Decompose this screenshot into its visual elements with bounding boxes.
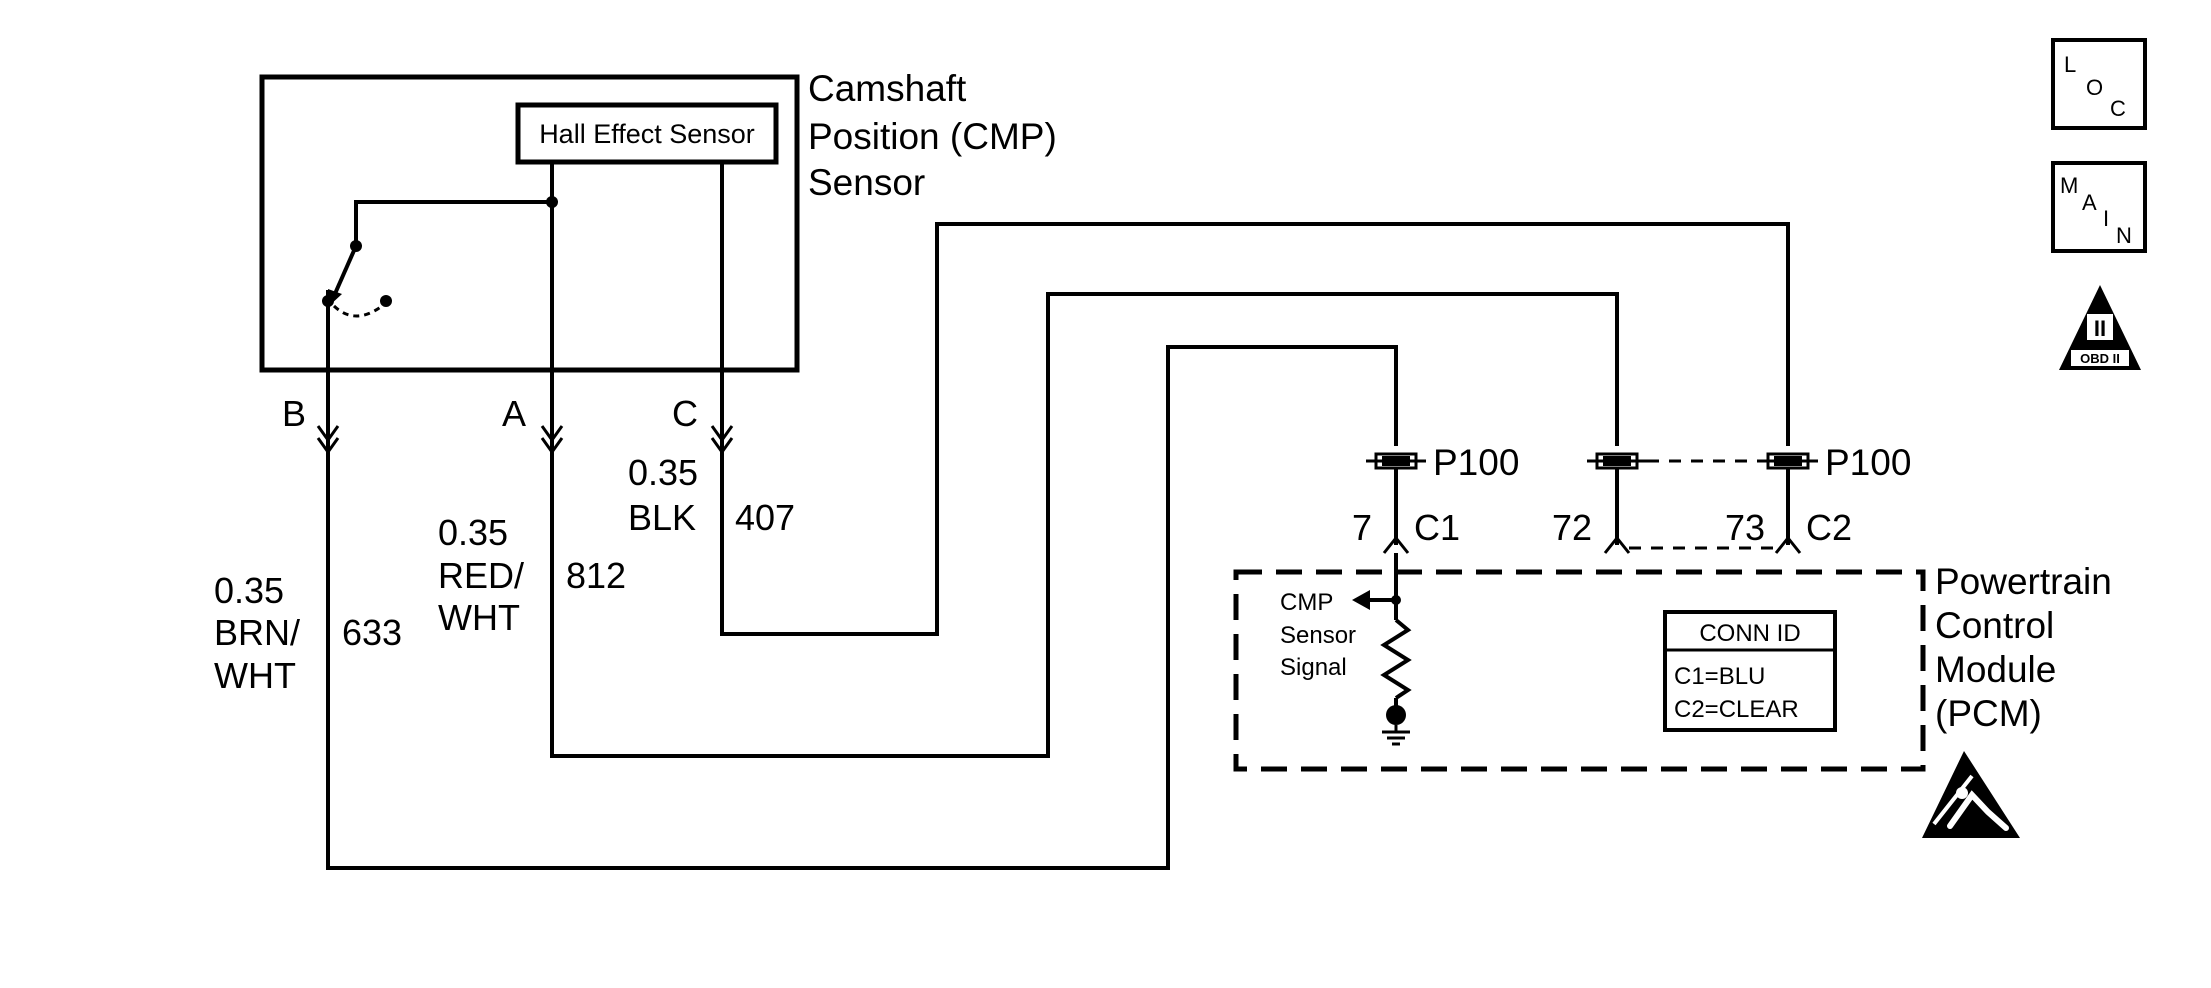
pcm-title-line-3: Module [1935,649,2056,690]
ground-icon [1382,725,1410,746]
resistor [1380,618,1412,700]
wire-812-size: 0.35 [438,512,508,553]
pcm-signal-line-3: Signal [1280,654,1347,681]
loc-icon: L O C [2051,38,2147,130]
pcm-title-line-1: Powertrain [1935,561,2112,602]
sensor-title-line-2: Position (CMP) [808,116,1057,157]
switch-arm [332,245,358,297]
sensor-title-line-3: Sensor [808,162,925,203]
conn-id-row-c1: C1=BLU [1674,663,1765,690]
signal-arrow-icon [1352,590,1370,610]
p100-right-label: P100 [1825,442,1911,483]
wire-633-color-1: BRN/ [214,612,300,653]
hall-effect-label: Hall Effect Sensor [539,119,755,149]
conn-id-row-c2: C2=CLEAR [1674,696,1799,723]
loc-letter-1: L [2064,52,2076,77]
sensor-housing [259,74,800,373]
pcm-outline [1233,569,1926,772]
pcm-title-line-4: (PCM) [1935,693,2042,734]
wire-812-color-1: RED/ [438,555,524,596]
wires [326,162,1790,870]
pcm-signal-line-1: CMP [1280,589,1333,616]
loc-letter-2: O [2086,75,2103,100]
wire-812-color-2: WHT [438,597,520,638]
wire-407-circuit: 407 [735,497,795,538]
esd-warning-icon [1922,751,2020,838]
p100-left-label: P100 [1433,442,1519,483]
wire-812 [550,162,1619,758]
wire-812-circuit: 812 [566,555,626,596]
wire-633-size: 0.35 [214,570,284,611]
pin-72-label: 72 [1552,507,1592,548]
pcm-pin-leads: 7 C1 72 73 C2 [1352,468,1852,554]
wire-407-color: BLK [628,497,696,538]
obd-label: OBD II [2080,351,2120,366]
ground-node [1386,705,1406,725]
pcm-signal-line-2: Sensor [1280,622,1356,649]
main-letter-2: A [2082,190,2097,215]
wire-633 [326,290,1398,870]
pin-73-receptacle [1774,535,1802,554]
p100-connectors: P100 P100 [1366,442,1911,483]
main-letter-3: I [2103,206,2109,231]
loc-letter-3: C [2110,96,2126,121]
pin-7-receptacle [1382,535,1410,554]
wire-633-circuit: 633 [342,612,402,653]
c2-label: C2 [1806,507,1852,548]
conn-id-table: CONN ID C1=BLU C2=CLEAR [1663,610,1837,732]
switch-contact-open [380,295,392,307]
wire-633-color-2: WHT [214,655,296,696]
pin-73-label: 73 [1725,507,1765,548]
pin-72-receptacle [1603,535,1631,554]
pin-7-label: 7 [1352,507,1372,548]
sensor-title-line-1: Camshaft [808,68,967,109]
sensor-terminals: B A C [282,393,734,455]
wire-labels: 0.35 BRN/ WHT 633 0.35 RED/ WHT 812 0.35… [214,452,795,696]
wire-407 [720,162,1790,636]
p100-connector-pin-72 [1587,452,1647,470]
p100-connector-pin-7 [1366,452,1426,470]
pcm-module: CMP Sensor Signal CONN ID C1=BLU C2=CLEA… [1233,553,2112,772]
main-icon: M A I N [2051,161,2147,253]
pcm-title-line-2: Control [1935,605,2054,646]
terminal-b-label: B [282,393,306,434]
main-letter-4: N [2116,223,2132,248]
wire-407-size: 0.35 [628,452,698,493]
hall-effect-box [515,102,779,165]
obd-ii-icon: II OBD II [2059,285,2141,370]
p100-connector-pin-73 [1758,452,1818,470]
obd-numeral: II [2094,316,2106,341]
terminal-a-label: A [502,393,526,434]
terminal-c-label: C [672,393,698,434]
conn-id-header: CONN ID [1699,620,1800,647]
main-letter-1: M [2060,173,2078,198]
c1-label: C1 [1414,507,1460,548]
